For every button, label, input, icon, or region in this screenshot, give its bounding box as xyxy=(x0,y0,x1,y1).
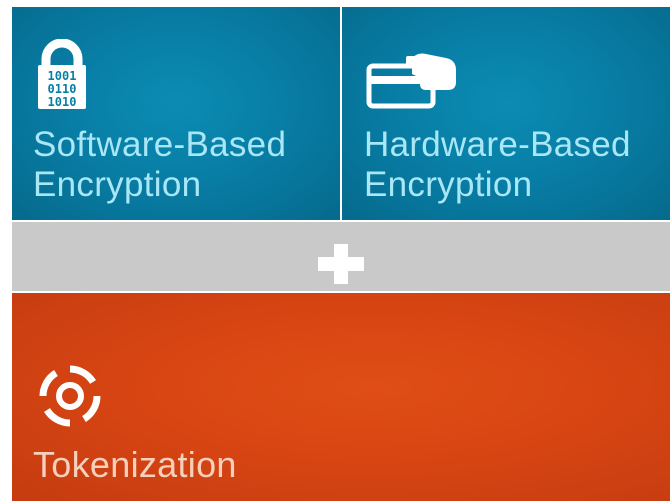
hardware-encryption-label: Hardware-Based Encryption xyxy=(364,125,631,205)
tokenization-label: Tokenization xyxy=(33,444,237,485)
hardware-label-line-2: Encryption xyxy=(364,165,533,204)
hardware-encryption-tile xyxy=(342,7,670,220)
lock-digits-row-1: 1001 xyxy=(48,69,77,83)
software-label-line-1: Software-Based xyxy=(33,125,287,164)
tokenization-tile xyxy=(12,293,670,501)
lock-digits-row-3: 1010 xyxy=(48,95,77,109)
card-hand-icon xyxy=(366,53,456,109)
lock-digits-row-2: 0110 xyxy=(48,82,77,96)
plus-icon-horizontal-bar xyxy=(318,257,364,271)
software-encryption-label: Software-Based Encryption xyxy=(33,125,286,205)
lock-binary-icon: 1001 0110 1010 xyxy=(38,39,86,109)
software-label-line-2: Encryption xyxy=(33,165,202,204)
target-rings-icon xyxy=(39,365,101,427)
hardware-label-line-1: Hardware-Based xyxy=(364,125,631,164)
